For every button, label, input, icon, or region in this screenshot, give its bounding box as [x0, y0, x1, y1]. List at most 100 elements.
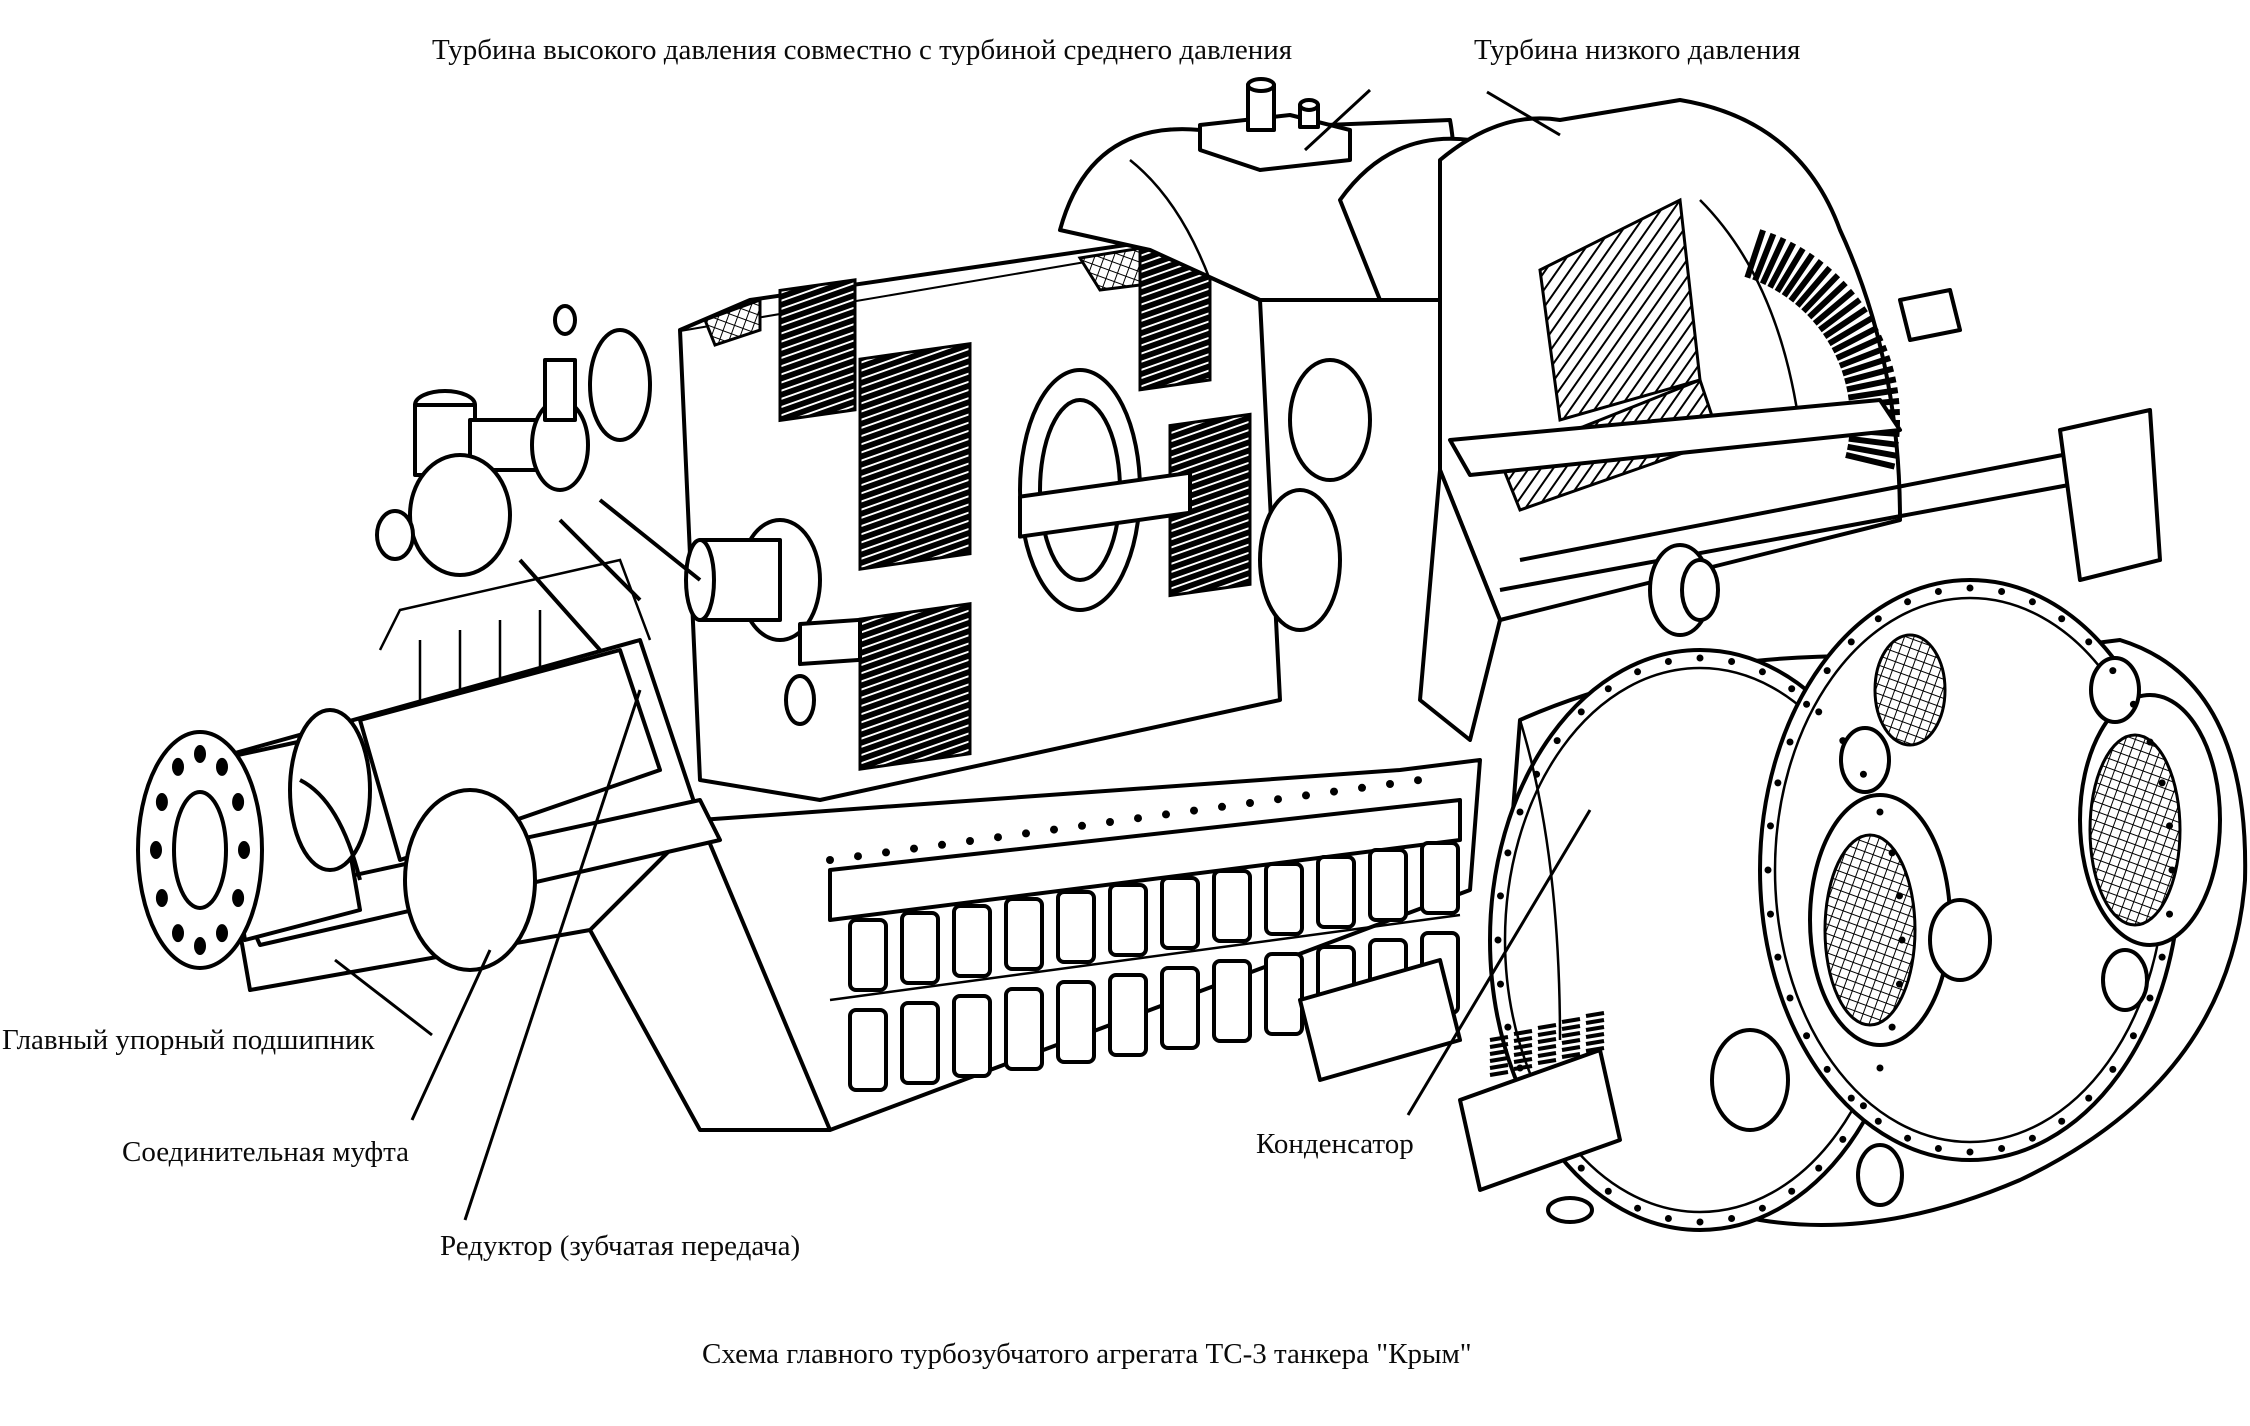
condenser-bolt: [1766, 822, 1774, 830]
condenser-bolt: [1577, 1164, 1585, 1172]
reduction-gears: [684, 218, 1342, 771]
spring-coil: [1561, 1045, 1581, 1052]
condenser-bolt: [1604, 685, 1612, 693]
condenser-bolt: [1728, 657, 1736, 665]
condenser-bolt: [2158, 953, 2166, 961]
spring-supports: [1298, 958, 1622, 1224]
condenser-bolt: [2166, 822, 2174, 830]
condenser-bolt: [1823, 667, 1831, 675]
frame-rib: [848, 1008, 888, 1092]
condenser-bolt: [1839, 1135, 1847, 1143]
condenser-bolt: [1803, 700, 1811, 708]
condenser-bolt: [2028, 598, 2036, 606]
condenser-bolt: [2158, 779, 2166, 787]
spring-coil: [1585, 1018, 1605, 1025]
rivet: [1246, 799, 1254, 807]
condenser-bolt: [1896, 892, 1904, 900]
spring-coil: [1585, 1039, 1605, 1046]
condenser-bolt: [2058, 1117, 2066, 1125]
spring-coil: [1513, 1043, 1533, 1050]
condenser-bolt: [1766, 910, 1774, 918]
condenser-bolt: [1786, 994, 1794, 1002]
label-condenser: Конденсатор: [1256, 1128, 1414, 1160]
leader-condenser: [1406, 809, 1592, 1116]
spring-coil: [1489, 1056, 1509, 1063]
rivet: [994, 833, 1002, 842]
condenser-bolt: [2085, 638, 2093, 646]
frame-rib: [1264, 952, 1304, 1036]
flange-bolt: [155, 889, 168, 907]
spring-coil: [1561, 1017, 1581, 1024]
frame-rib: [1108, 973, 1148, 1057]
flange-bolt: [172, 757, 184, 776]
condenser-bolt: [1577, 708, 1585, 716]
rivet: [826, 856, 834, 864]
condenser-bolt: [1815, 708, 1823, 716]
rivet: [1190, 806, 1198, 815]
frame-rib: [1316, 855, 1356, 929]
rivet: [1386, 780, 1394, 788]
condenser-bolt: [1494, 936, 1502, 944]
turbine-blade: [1844, 365, 1895, 385]
turbine-blade: [1801, 273, 1841, 314]
condenser-bolt: [2085, 1094, 2093, 1102]
spring-coil: [1561, 1052, 1581, 1059]
condenser-bolt: [1664, 1215, 1672, 1223]
flange-bolt: [194, 937, 206, 955]
frame-rib: [1004, 897, 1044, 971]
turbine-blade: [1759, 237, 1787, 285]
label-lp-turbine: Турбина низкого давления: [1474, 34, 1801, 66]
turbine-blade: [1744, 229, 1766, 279]
flange-bolt: [172, 924, 184, 943]
condenser-bolt: [1876, 1064, 1884, 1072]
frame-rib: [900, 911, 940, 985]
flange-bolt: [238, 841, 250, 859]
flange-bolt: [232, 793, 245, 811]
leader-lines: [334, 88, 1592, 1221]
condenser-bolt: [1904, 598, 1912, 606]
condenser-bolt: [1966, 1148, 1974, 1156]
condenser-bolt: [1839, 737, 1847, 745]
turbine-blade: [1807, 280, 1848, 320]
condenser-bolt: [1859, 1102, 1867, 1110]
flange-bolt: [232, 889, 245, 907]
rivet: [1106, 818, 1114, 826]
turbine-blade: [1835, 334, 1884, 361]
flange-bolt: [150, 841, 162, 859]
spring-coil: [1489, 1049, 1509, 1056]
condenser-bolt: [1888, 1023, 1896, 1031]
turbine-blade: [1781, 252, 1815, 298]
turbine-blade: [1827, 315, 1874, 347]
condenser-bolt: [2109, 1065, 2117, 1073]
condenser-bolt: [1786, 738, 1794, 746]
frame-rib: [952, 994, 992, 1078]
leader-thrust-bearing: [334, 958, 433, 1037]
rivet: [1302, 791, 1310, 800]
rivet: [1134, 814, 1142, 823]
label-coupling: Соединительная муфта: [122, 1136, 410, 1168]
spring-coil: [1489, 1063, 1509, 1070]
condenser-bolt: [1496, 980, 1504, 988]
spring-coil: [1561, 1024, 1581, 1031]
condenser-bolt: [2146, 994, 2154, 1002]
flange-bolt: [216, 924, 228, 943]
thrust-bearing-flange: [136, 708, 372, 970]
condenser-bolt: [1604, 1187, 1612, 1195]
turbine-blade: [1841, 355, 1892, 377]
condenser-bolt: [1696, 1218, 1704, 1226]
leader-reduction-gear: [463, 689, 642, 1221]
spring-coil: [1513, 1057, 1533, 1064]
turbine-blade: [1788, 259, 1824, 303]
turbine-blade: [1838, 344, 1888, 369]
condenser-bolt: [1553, 737, 1561, 745]
condenser-bolt: [1998, 587, 2006, 595]
spring-coil: [1585, 1032, 1605, 1039]
rivet: [1218, 802, 1226, 811]
rivet: [966, 837, 974, 845]
condenser-bolt: [1504, 1023, 1512, 1031]
condenser-bolt: [1788, 1187, 1796, 1195]
spring-coil: [1513, 1036, 1533, 1043]
rivet: [1050, 825, 1058, 834]
condenser-bolt: [1847, 638, 1855, 646]
condenser-bolt: [1516, 808, 1524, 816]
